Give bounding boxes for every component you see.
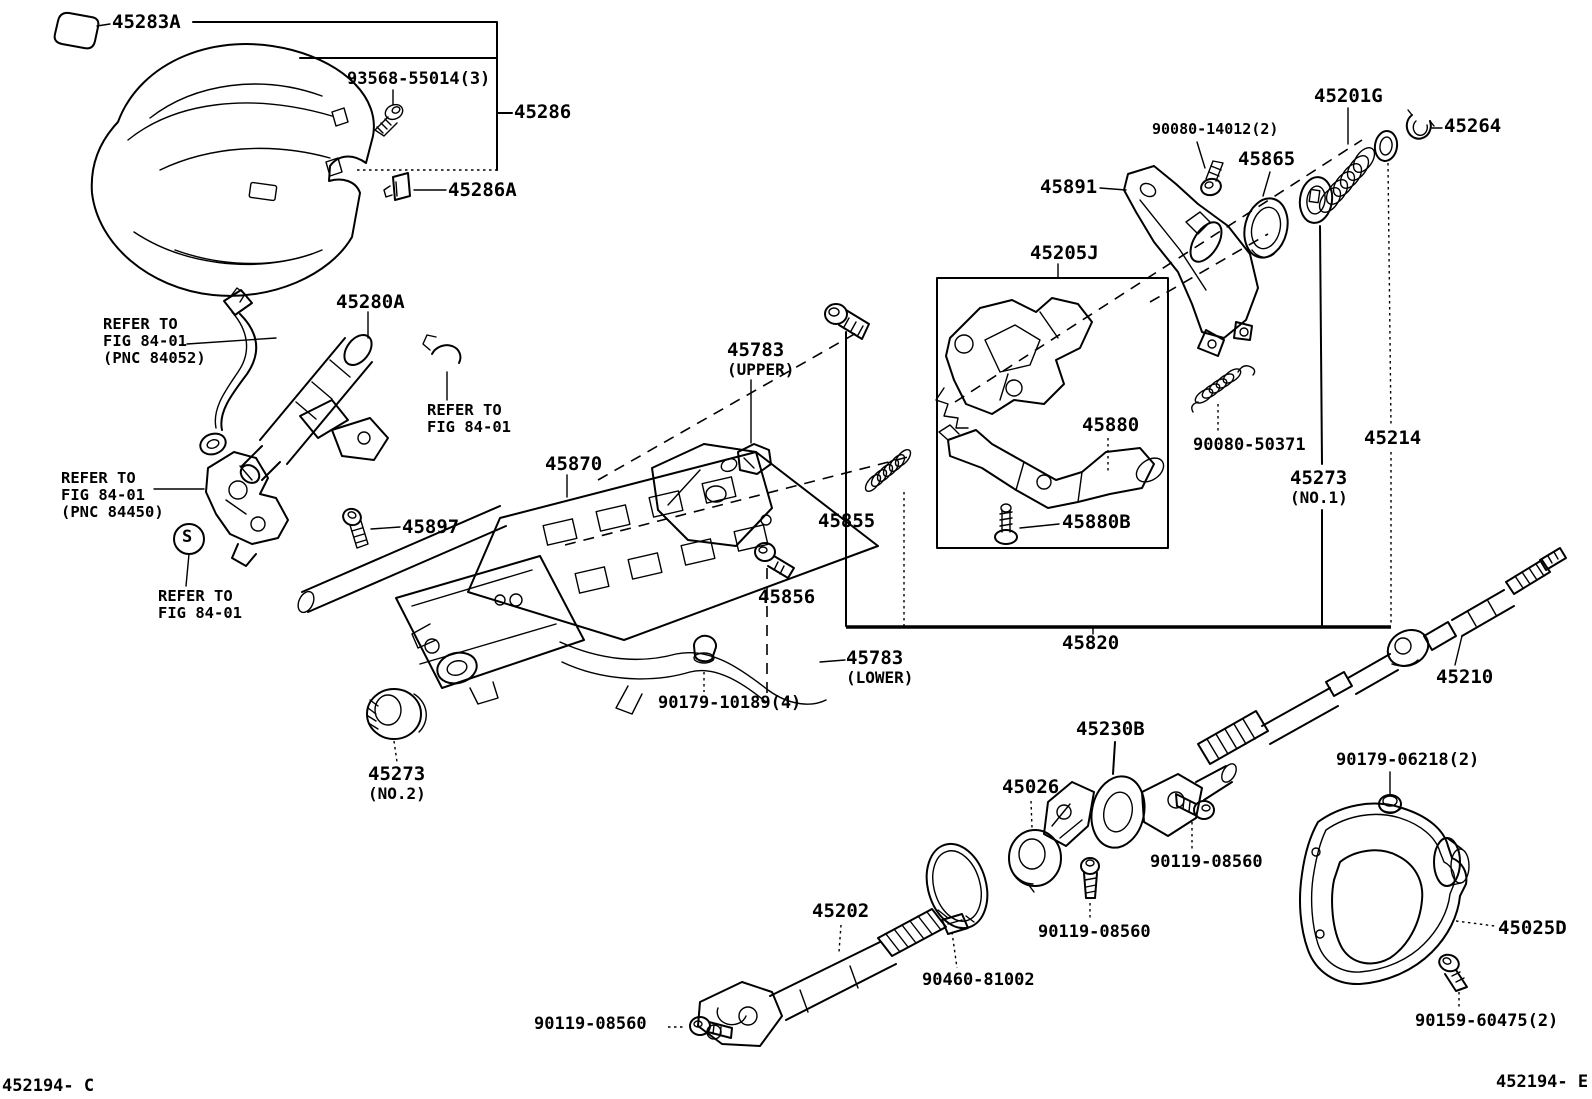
label-45214: 45214 <box>1364 427 1422 449</box>
part-45202-intermediate-shaft-drawing <box>697 908 949 1047</box>
label-45280a: 45280A <box>336 291 405 313</box>
label-45264: 45264 <box>1444 115 1502 137</box>
part-45855-bolt-drawing <box>824 303 870 340</box>
part-45856-bolt-drawing <box>754 542 795 579</box>
part-45273-no1-retainer-drawing <box>1298 176 1334 224</box>
label-45855: 45855 <box>818 510 876 532</box>
label-45202: 45202 <box>812 900 870 922</box>
label-90159-60475: 90159-60475(2) <box>1415 1011 1559 1031</box>
label-90119-08560-center: 90119-08560 <box>1038 922 1151 942</box>
label-45783-upper: 45783(UPPER) <box>727 339 795 379</box>
drawing-code-left: 452194- C <box>2 1076 95 1096</box>
part-45201g-spring-drawing <box>1318 147 1376 213</box>
label-45783-lower: 45783(LOWER) <box>846 647 914 687</box>
part-45855-spring-drawing <box>864 448 912 493</box>
part-90460-81002-clamp-drawing <box>925 842 989 935</box>
label-45025d: 45025D <box>1498 917 1567 939</box>
part-45273-no2-bushing-drawing <box>366 688 427 740</box>
part-45880-lever-drawing <box>938 424 1165 509</box>
part-45870-column-bracket-drawing <box>297 443 879 715</box>
label-93568-55014: 93568-55014(3) <box>347 69 491 89</box>
part-45897-screw-drawing <box>342 507 369 549</box>
label-90460-81002: 90460-81002 <box>922 970 1035 990</box>
label-45897: 45897 <box>402 516 460 538</box>
part-key-lock-housing-drawing <box>205 451 289 567</box>
part-90159-60475-screw-drawing <box>1438 953 1468 992</box>
label-45820: 45820 <box>1062 632 1120 654</box>
part-90119-08560-bolt-center-drawing <box>1080 857 1100 899</box>
label-45273-no1: 45273(NO.1) <box>1290 467 1348 507</box>
label-90119-08560-lower-left: 90119-08560 <box>534 1014 647 1034</box>
part-45025d-hole-cover-drawing <box>1299 802 1470 986</box>
box-45205j <box>936 277 1169 549</box>
part-45783-upper-clamp-drawing <box>720 443 772 475</box>
label-45026: 45026 <box>1002 776 1060 798</box>
label-45865: 45865 <box>1238 148 1296 170</box>
part-45280a-upper-bracket-drawing <box>239 333 389 484</box>
part-45210-main-shaft-drawing <box>1197 547 1567 765</box>
label-45880: 45880 <box>1082 414 1140 436</box>
label-s-symbol: S <box>182 527 193 547</box>
part-45286-column-cover-drawing <box>90 43 375 297</box>
part-45880b-screw-drawing <box>994 503 1018 545</box>
label-45201g: 45201G <box>1314 85 1383 107</box>
part-45891-bracket-drawing <box>1123 165 1259 357</box>
part-45865-ring-drawing <box>1243 197 1289 259</box>
leader-lines <box>96 21 1496 1028</box>
label-90179-10189: 90179-10189(4) <box>658 693 802 713</box>
part-45286a-clip-drawing <box>383 172 411 201</box>
label-90080-14012: 90080-14012(2) <box>1152 120 1279 138</box>
part-45205j-lock-mechanism-drawing <box>935 297 1093 429</box>
part-90119-08560-bolt-left-drawing <box>689 1016 733 1039</box>
part-93568-screw-drawing <box>374 103 404 137</box>
label-45230b: 45230B <box>1076 718 1145 740</box>
part-45026-damper-drawing <box>1008 829 1062 893</box>
label-90119-08560-right: 90119-08560 <box>1150 852 1263 872</box>
label-90080-50371: 90080-50371 <box>1193 435 1306 455</box>
part-90080-50371-spring-drawing <box>1191 365 1256 413</box>
label-45870: 45870 <box>545 453 603 475</box>
part-90119-08560-bolt-right-drawing <box>1175 793 1215 820</box>
part-c-clip-drawing <box>422 334 462 364</box>
label-45880b: 45880B <box>1062 511 1131 533</box>
label-45283a: 45283A <box>112 11 181 33</box>
alignment-dashed-lines <box>564 139 1363 697</box>
part-90179-10189-cap-nut-drawing <box>692 634 717 664</box>
label-45286: 45286 <box>514 101 572 123</box>
part-45230b-universal-joint-drawing <box>1043 763 1237 849</box>
part-spiral-cable-wire-drawing <box>199 287 258 456</box>
part-45214-washer-drawing <box>1373 130 1399 162</box>
label-45856: 45856 <box>758 586 816 608</box>
part-90080-14012-bolt-drawing <box>1200 160 1224 197</box>
label-45273-no2: 45273(NO.2) <box>368 763 426 803</box>
label-45286a: 45286A <box>448 179 517 201</box>
part-45264-snap-ring-drawing <box>1405 109 1435 140</box>
label-45210: 45210 <box>1436 666 1494 688</box>
label-45205j: 45205J <box>1030 242 1099 264</box>
drawing-code-right: 452194- E <box>1496 1072 1589 1092</box>
part-45283a-pad-drawing <box>53 11 100 50</box>
label-45891: 45891 <box>1040 176 1098 198</box>
label-90179-06218: 90179-06218(2) <box>1336 750 1480 770</box>
